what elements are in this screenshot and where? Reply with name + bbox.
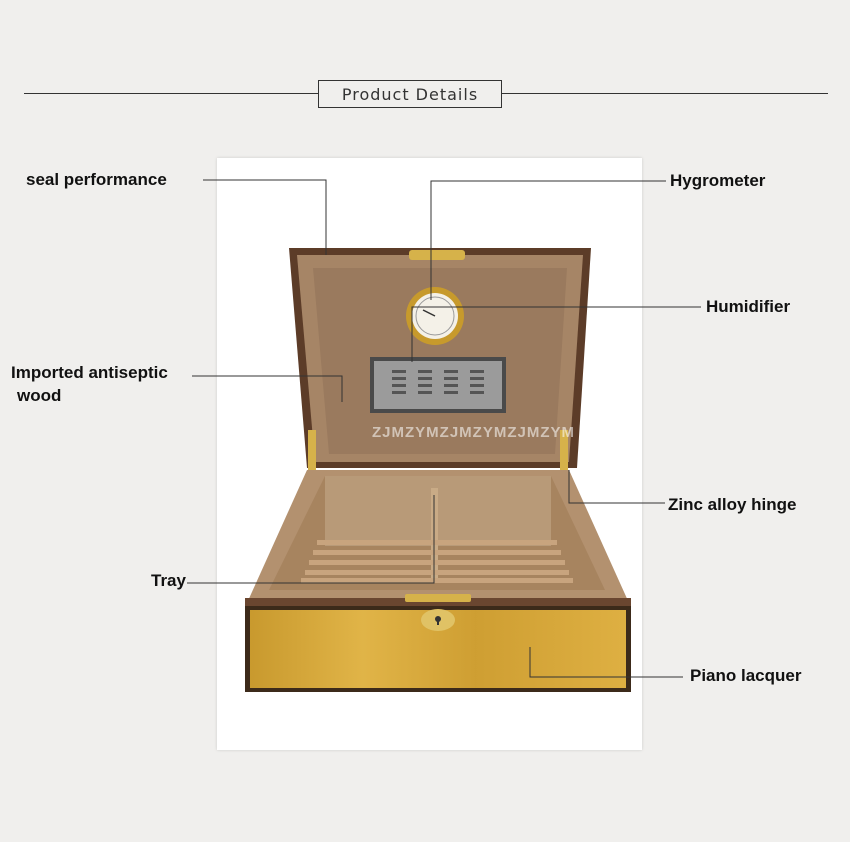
tray-slats [301, 540, 573, 583]
watermark: ZJMZYMZJMZYMZJMZYM [372, 424, 575, 441]
hinge-left [308, 430, 316, 480]
header-rule-right [501, 93, 828, 94]
label-humidifier: Humidifier [706, 297, 791, 316]
humidor-illustration [245, 248, 631, 692]
tray-divider [431, 488, 438, 580]
product-photo [217, 158, 642, 750]
label-tray: Tray [151, 571, 186, 590]
header-rule-left [24, 93, 318, 94]
section-title: Product Details [318, 80, 502, 108]
front-clasp [405, 594, 471, 602]
label-imported-wood-line1: Imported antiseptic [11, 363, 168, 382]
lid-clasp [409, 250, 465, 260]
label-hygrometer: Hygrometer [670, 171, 766, 190]
label-seal-performance: seal performance [26, 170, 167, 189]
label-imported-wood-line2: wood [17, 386, 62, 405]
label-piano-lacquer: Piano lacquer [690, 666, 802, 685]
hinge-right [560, 430, 568, 480]
label-zinc-hinge: Zinc alloy hinge [668, 495, 797, 514]
